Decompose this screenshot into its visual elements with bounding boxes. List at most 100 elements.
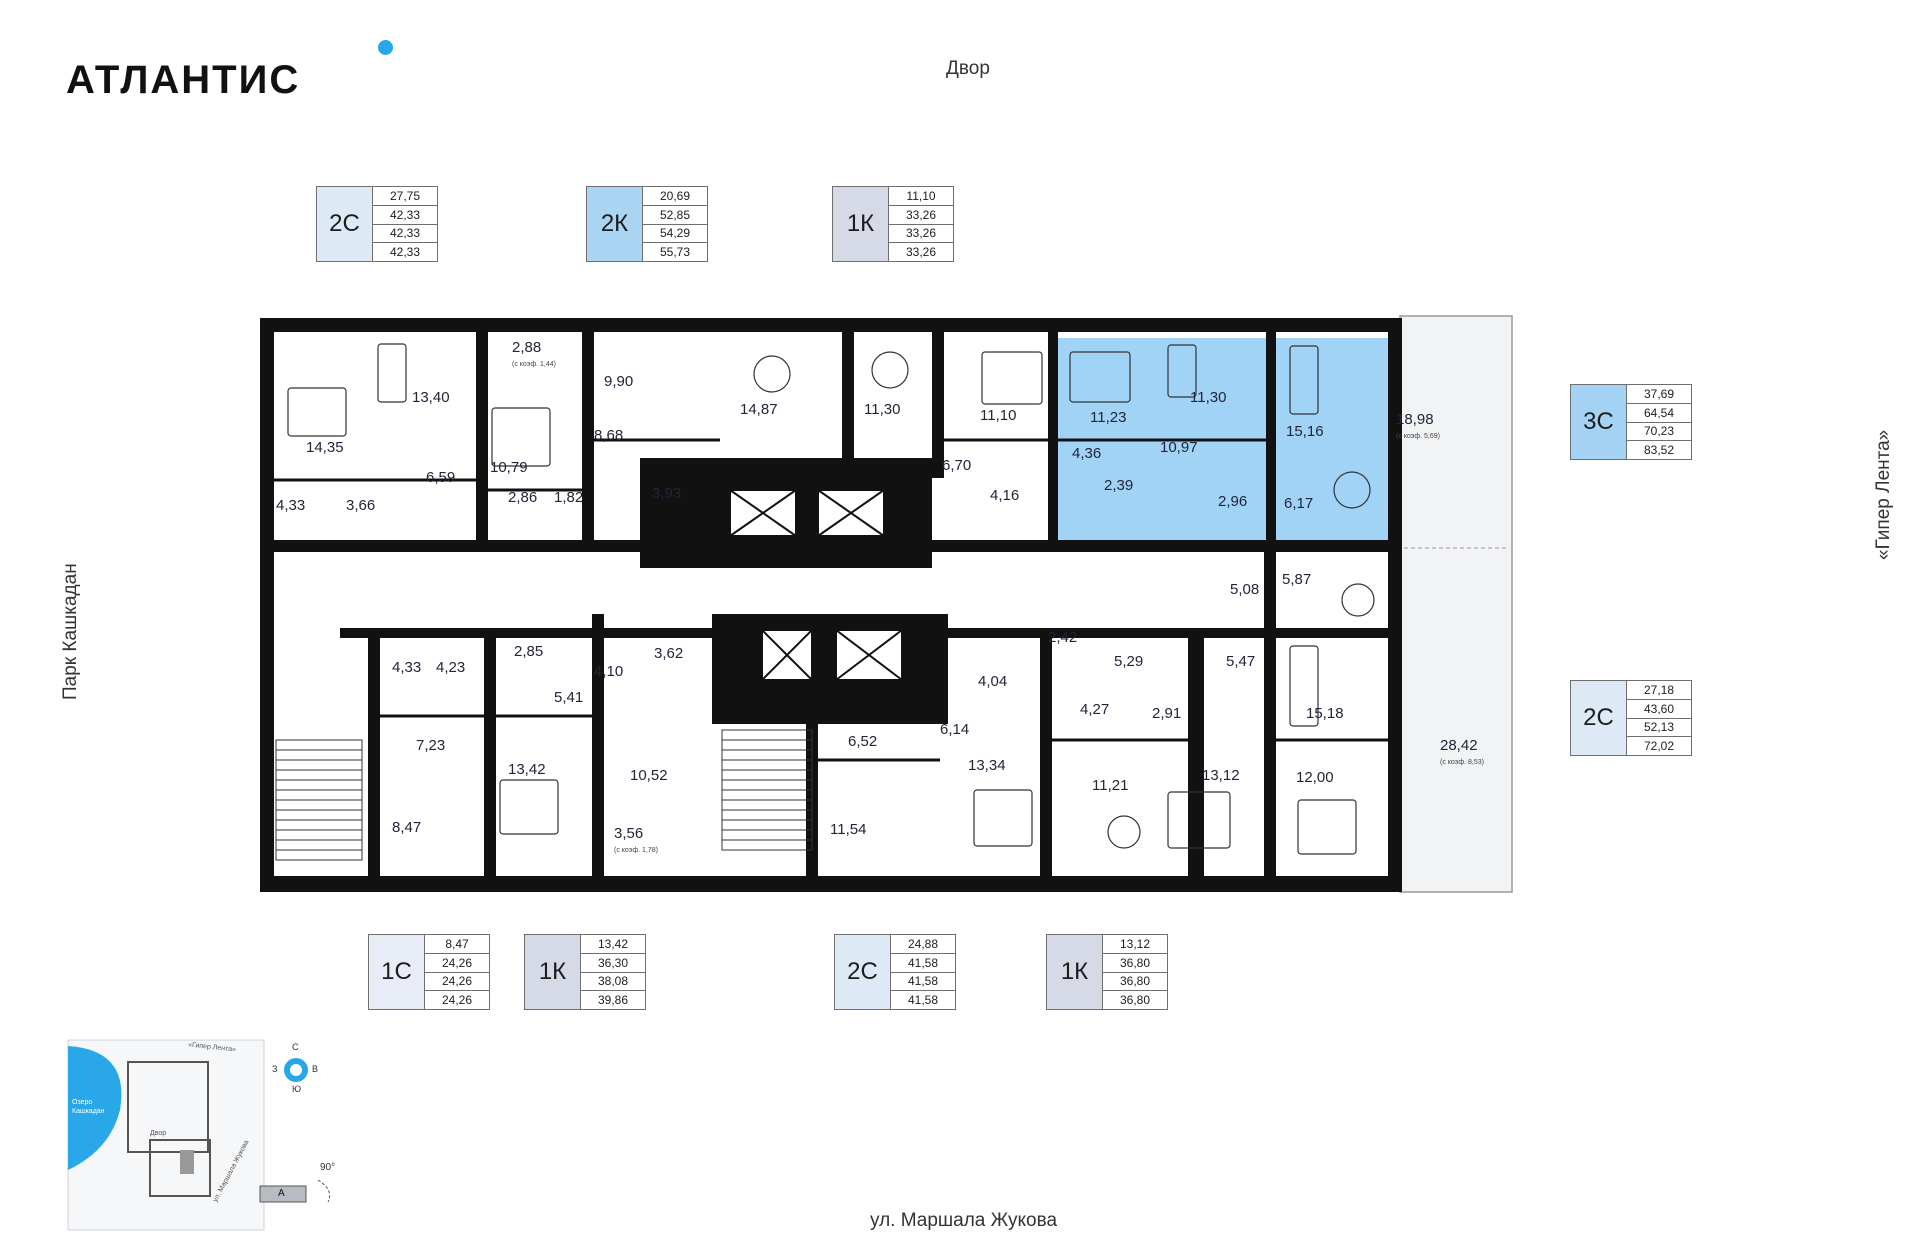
partition-1 xyxy=(476,318,488,540)
room-area-label: 9,90 xyxy=(604,373,633,390)
balconies xyxy=(1399,315,1513,893)
legend-area-value: 24,88 xyxy=(891,935,955,954)
legend-area-value: 37,69 xyxy=(1627,385,1691,404)
room-area-label: 4,27 xyxy=(1080,701,1109,718)
room-area-label: 2,91 xyxy=(1152,705,1181,722)
lake-shape xyxy=(68,1046,122,1170)
room-area-label: 6,52 xyxy=(848,733,877,750)
wall-right xyxy=(1388,318,1402,892)
legend-area-value: 13,12 xyxy=(1103,935,1167,954)
legend-area-value: 33,26 xyxy=(889,225,953,244)
furniture xyxy=(287,343,1375,855)
unit-tints xyxy=(270,330,586,540)
legend-area-value: 36,80 xyxy=(1119,993,1151,1008)
site-yard-label: Двор xyxy=(150,1130,167,1137)
legend-area-value: 83,52 xyxy=(1643,443,1675,458)
room-area-label: 1,82 xyxy=(554,489,583,506)
room-area-label: 3,66 xyxy=(346,497,375,514)
street-bottom: ул. Маршала Жукова xyxy=(870,1210,1058,1231)
sofa-icon xyxy=(1289,345,1319,415)
room-area-label: 4,04 xyxy=(978,673,1007,690)
room-area-label: 6,14 xyxy=(940,721,969,738)
compass-w: З xyxy=(272,1064,278,1074)
room-area-label: 3,56 xyxy=(614,825,643,842)
legend-area-value: 41,58 xyxy=(907,993,939,1008)
bed-icon xyxy=(981,351,1043,405)
legend-code: 2С xyxy=(317,187,373,261)
coef-note: (с коэф. 1,44) xyxy=(512,361,556,368)
legend-area-value: 33,26 xyxy=(889,206,953,225)
room-area-label: 3,93 xyxy=(652,485,681,502)
room-area-label: 13,12 xyxy=(1202,767,1240,784)
legend-area-value: 24,26 xyxy=(425,954,489,973)
room-area-label: 14,87 xyxy=(740,401,778,418)
room-area-label: 8,68 xyxy=(594,427,623,444)
legend-area-value: 41,58 xyxy=(891,973,955,992)
legend-area-value: 39,86 xyxy=(597,993,629,1008)
legend-area-value: 42,33 xyxy=(389,245,421,260)
room-area-label: 11,10 xyxy=(980,407,1016,424)
partition-2 xyxy=(582,318,594,540)
legend-area-value: 64,54 xyxy=(1627,404,1691,423)
bed-icon xyxy=(499,779,559,835)
partition-7 xyxy=(368,628,380,892)
bed-icon xyxy=(1167,791,1231,849)
rotation-arc-icon xyxy=(317,1179,331,1203)
legend-area-value: 33,26 xyxy=(905,245,937,260)
room-area-label: 7,23 xyxy=(416,737,445,754)
site-plan xyxy=(67,1039,331,1231)
legend-area-value: 8,47 xyxy=(425,935,489,954)
room-area-label: 11,23 xyxy=(1090,409,1126,426)
room-area-label: 4,36 xyxy=(1072,445,1101,462)
brand-name: АТЛАНТИС xyxy=(66,58,301,102)
coef-note: (с коэф. 8,53) xyxy=(1440,759,1484,766)
room-area-label: 6,59 xyxy=(426,469,455,486)
wall-top xyxy=(260,318,1402,332)
room-area-label: 4,16 xyxy=(990,487,1019,504)
partition-8 xyxy=(484,628,496,892)
compass-s: Ю xyxy=(292,1084,302,1094)
partition-11 xyxy=(1040,628,1052,892)
room-area-label: 5,87 xyxy=(1282,571,1311,588)
room-area-label: 14,35 xyxy=(306,439,344,456)
legend-area-value: 54,29 xyxy=(643,225,707,244)
room-area-label: 13,42 xyxy=(508,761,546,778)
elevator-core-bottom xyxy=(712,614,948,724)
room-area-label: 5,29 xyxy=(1114,653,1143,670)
street-top: Двор xyxy=(946,58,990,79)
legend-code: 2С xyxy=(1571,681,1627,755)
compass-e: В xyxy=(312,1064,319,1074)
selected-building xyxy=(180,1150,194,1174)
sofa-icon xyxy=(1167,344,1197,398)
legend-code: 2С xyxy=(835,935,891,1009)
table-icon xyxy=(1333,471,1371,509)
table-icon xyxy=(753,355,791,393)
legend-code: 1К xyxy=(525,935,581,1009)
partition-13 xyxy=(1188,628,1204,892)
room-area-label: 13,34 xyxy=(968,757,1006,774)
room-area-label: 10,52 xyxy=(630,767,668,784)
room-area-label: 11,54 xyxy=(830,821,866,838)
unit-b xyxy=(486,330,586,540)
room-area-label: 10,97 xyxy=(1160,439,1198,456)
stairs-left xyxy=(275,739,363,861)
bed-icon xyxy=(1069,351,1131,403)
elevators xyxy=(729,489,903,681)
room-area-label: 2,85 xyxy=(514,643,543,660)
coef-note: (с коэф. 1,78) xyxy=(614,847,658,854)
